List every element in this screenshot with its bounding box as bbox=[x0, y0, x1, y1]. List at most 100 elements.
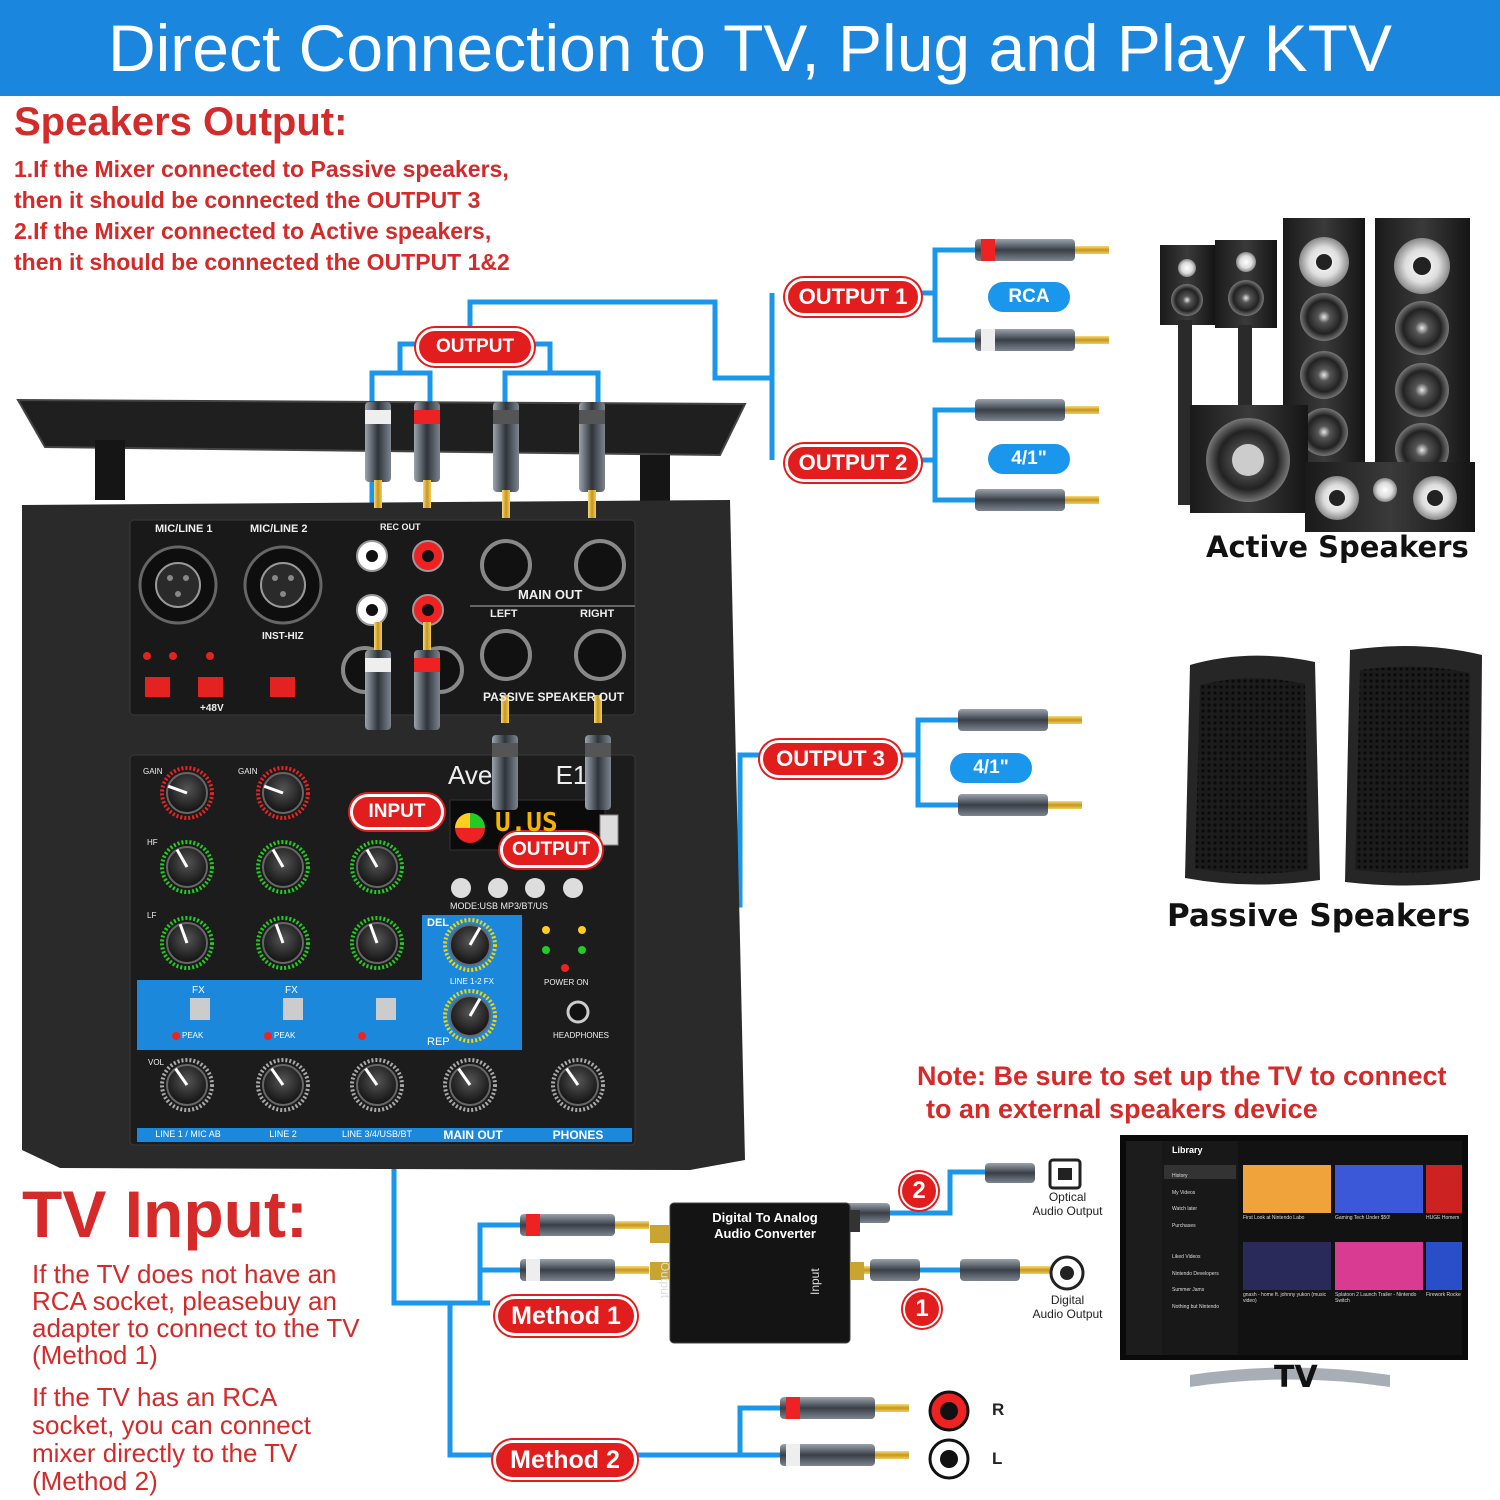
speakers-output-instructions: 1.If the Mixer connected to Passive spea… bbox=[14, 154, 510, 278]
wire-method1 bbox=[450, 1222, 520, 1306]
tv-thumbnail bbox=[1335, 1165, 1423, 1213]
digital-output-label: Digital Audio Output bbox=[1020, 1293, 1115, 1321]
tv-menu-item: Watch later bbox=[1172, 1206, 1198, 1212]
peak-label-2: PEAK bbox=[274, 1031, 296, 1040]
tv-input-method-1-text: If the TV does not have an RCA socket, p… bbox=[32, 1261, 360, 1369]
converter-input-side-label: Input bbox=[808, 1268, 822, 1295]
text-line: (Method 1) bbox=[32, 1340, 158, 1370]
knob bbox=[256, 840, 310, 894]
channel-label-phones: PHONES bbox=[552, 1128, 604, 1142]
instruction-line: 1.If the Mixer connected to Passive spea… bbox=[14, 156, 509, 182]
converter-title-line-2: Audio Converter bbox=[714, 1226, 816, 1241]
tv-thumbnail bbox=[1426, 1242, 1462, 1290]
vol-label: VOL bbox=[148, 1058, 165, 1067]
cable-plug bbox=[585, 695, 611, 810]
knob bbox=[350, 916, 404, 970]
tv-thumbnail bbox=[1243, 1165, 1331, 1213]
cable-plug bbox=[493, 402, 519, 518]
cable-plug bbox=[780, 1444, 909, 1466]
cable-plug bbox=[414, 402, 440, 508]
tv-library-header: Library bbox=[1172, 1145, 1203, 1155]
method-1-label: Method 1 bbox=[495, 1296, 637, 1336]
mode-label: MODE:USB MP3/BT/US bbox=[450, 901, 549, 911]
text-line: RCA socket, pleasebuy an bbox=[32, 1286, 337, 1316]
converter-title-line-1: Digital To Analog bbox=[712, 1210, 818, 1225]
lf-label: LF bbox=[147, 911, 157, 920]
cable-plug bbox=[960, 1259, 1054, 1281]
output-top-label: OUTPUT bbox=[416, 328, 534, 366]
text-line: socket, you can connect bbox=[32, 1410, 311, 1440]
xlr-jack-2 bbox=[243, 545, 323, 625]
wire-output-to-right bbox=[467, 299, 772, 381]
knob bbox=[350, 1058, 404, 1112]
cable-plug bbox=[492, 695, 518, 810]
tv-menu-item: My Videos bbox=[1172, 1189, 1196, 1196]
step-1-badge: 1 bbox=[903, 1290, 941, 1328]
tv-menu-item: Nintendo Developers bbox=[1172, 1270, 1219, 1277]
mixer bbox=[16, 398, 747, 1170]
tv-menu-item: History bbox=[1172, 1173, 1188, 1179]
tv-input-method-2-text: If the TV has an RCA socket, you can con… bbox=[32, 1383, 311, 1495]
left-channel-label: L bbox=[992, 1449, 1003, 1468]
rca-badge: RCA bbox=[988, 282, 1070, 312]
rca-sockets bbox=[356, 540, 444, 626]
quarter-inch-badge-1: 4/1" bbox=[988, 444, 1070, 474]
output-1-label: OUTPUT 1 bbox=[785, 278, 921, 316]
tv-image bbox=[1120, 1135, 1468, 1387]
step-2-badge: 2 bbox=[900, 1172, 938, 1210]
active-speakers-image bbox=[1160, 218, 1475, 532]
tv-menu-item: Purchases bbox=[1172, 1222, 1196, 1229]
blue-wires bbox=[369, 247, 990, 1458]
instruction-line: then it should be connected the OUTPUT 3 bbox=[14, 187, 481, 213]
mic-line-2-label: MIC/LINE 2 bbox=[250, 523, 308, 535]
wire-method2 bbox=[447, 1303, 780, 1458]
instruction-line: 2.If the Mixer connected to Active speak… bbox=[14, 218, 492, 244]
quarter-inch-badge-2: 4/1" bbox=[950, 753, 1032, 783]
note-line-2: to an external speakers device bbox=[926, 1094, 1318, 1124]
text-line: If the TV has an RCA bbox=[32, 1382, 278, 1412]
note-line-1: Note: Be sure to set up the TV to connec… bbox=[917, 1061, 1447, 1091]
mic-line-1-label: MIC/LINE 1 bbox=[155, 523, 213, 535]
label-line: Audio Output bbox=[1032, 1307, 1103, 1321]
knob bbox=[443, 1058, 497, 1112]
display-readout: U.US bbox=[495, 808, 558, 838]
wire-output-top-right bbox=[502, 370, 601, 402]
model-name: E1 bbox=[555, 760, 588, 790]
tv-menu-item: Summer Jams bbox=[1172, 1287, 1205, 1293]
channel-label-3: LINE 3/4/USB/BT bbox=[341, 1129, 413, 1139]
cable-plug bbox=[579, 402, 605, 518]
converter-title: Digital To Analog Audio Converter bbox=[700, 1210, 830, 1242]
text-line: mixer directly to the TV bbox=[32, 1438, 298, 1468]
input-label: INPUT bbox=[350, 794, 444, 830]
tv-menu-item: Liked Videos bbox=[1172, 1254, 1201, 1260]
phantom-power-label: +48V bbox=[200, 703, 224, 714]
wire-optical bbox=[888, 1169, 990, 1216]
cable-plug bbox=[958, 709, 1082, 731]
rec-out-label: REC OUT bbox=[380, 522, 421, 532]
converter-output-side-label: Output bbox=[658, 1262, 672, 1299]
optical-output-label: Optical Audio Output bbox=[1020, 1190, 1115, 1218]
tv-thumb-caption: First Look at Nintendo Labo bbox=[1243, 1215, 1305, 1221]
mixer-knobs bbox=[160, 766, 605, 1112]
cable-plug bbox=[975, 489, 1099, 511]
tv-thumb-caption: Gaming Tech Under $50! bbox=[1335, 1215, 1391, 1221]
tv-thumbnail bbox=[1426, 1165, 1462, 1213]
hf-label: HF bbox=[147, 838, 158, 847]
power-on-label: POWER ON bbox=[544, 978, 589, 987]
tv-thumb-caption: gnash - home ft. johnny yukon (music vid… bbox=[1243, 1292, 1327, 1304]
channel-label-main-out: MAIN OUT bbox=[443, 1128, 503, 1142]
cable-plug bbox=[365, 622, 391, 730]
passive-speakers-image bbox=[1185, 646, 1482, 886]
fx-label: FX bbox=[192, 985, 205, 996]
inst-hiz-label: INST-HIZ bbox=[262, 631, 304, 642]
knob bbox=[160, 766, 214, 820]
cable-plug bbox=[975, 399, 1099, 421]
output-mid-label: OUTPUT bbox=[500, 832, 602, 868]
output-3-label: OUTPUT 3 bbox=[760, 740, 901, 778]
tv-thumbnail bbox=[1243, 1242, 1331, 1290]
passive-speaker-out-label: PASSIVE SPEAKER OUT bbox=[483, 690, 625, 704]
tv-setup-note: Note: Be sure to set up the TV to connec… bbox=[917, 1060, 1447, 1126]
tv-library-menu: History My Videos Watch later Purchases … bbox=[1172, 1168, 1219, 1315]
tv-thumb-caption: Splatoon 2 Launch Trailer - Nintendo Swi… bbox=[1335, 1292, 1417, 1304]
